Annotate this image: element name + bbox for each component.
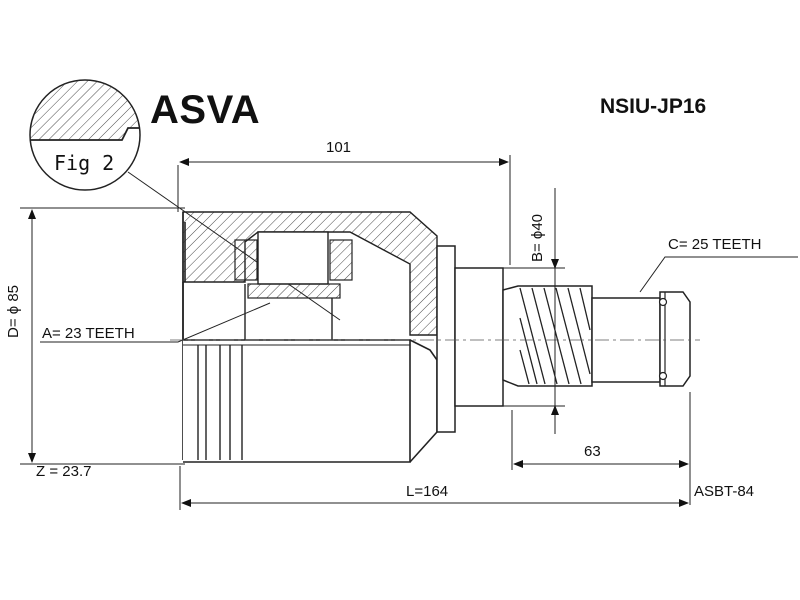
- stub-shaft: [436, 245, 691, 433]
- boot-ref-label: ASBT-84: [694, 483, 755, 500]
- fig2-detail-circle: [29, 79, 141, 191]
- dim-line-101: [177, 155, 511, 265]
- spline-a-label: A= 23 TEETH: [42, 325, 135, 342]
- dim-101-label: 101: [326, 139, 352, 156]
- dim-line-b40: [503, 188, 565, 434]
- dim-line-63: [511, 392, 691, 505]
- dim-63-label: 63: [584, 443, 601, 460]
- part-number: NSIU-JP16: [600, 95, 707, 118]
- spline-c-leader: [639, 256, 798, 293]
- dim-line-d85: [20, 207, 185, 465]
- spline-c-label: C= 25 TEETH: [668, 236, 762, 253]
- dim-d85-label: D= ϕ 85: [5, 284, 22, 338]
- dim-l164-label: L=164: [406, 483, 449, 500]
- fig-label: Fig 2: [54, 151, 115, 175]
- outer-race: [182, 211, 438, 463]
- spline-a-leader: [40, 302, 271, 343]
- brand-logo: ASVA: [150, 88, 261, 132]
- dim-b40-label: B= ϕ40: [529, 213, 546, 262]
- dim-line-l164: [179, 466, 689, 510]
- z-value-label: Z = 23.7: [36, 463, 92, 480]
